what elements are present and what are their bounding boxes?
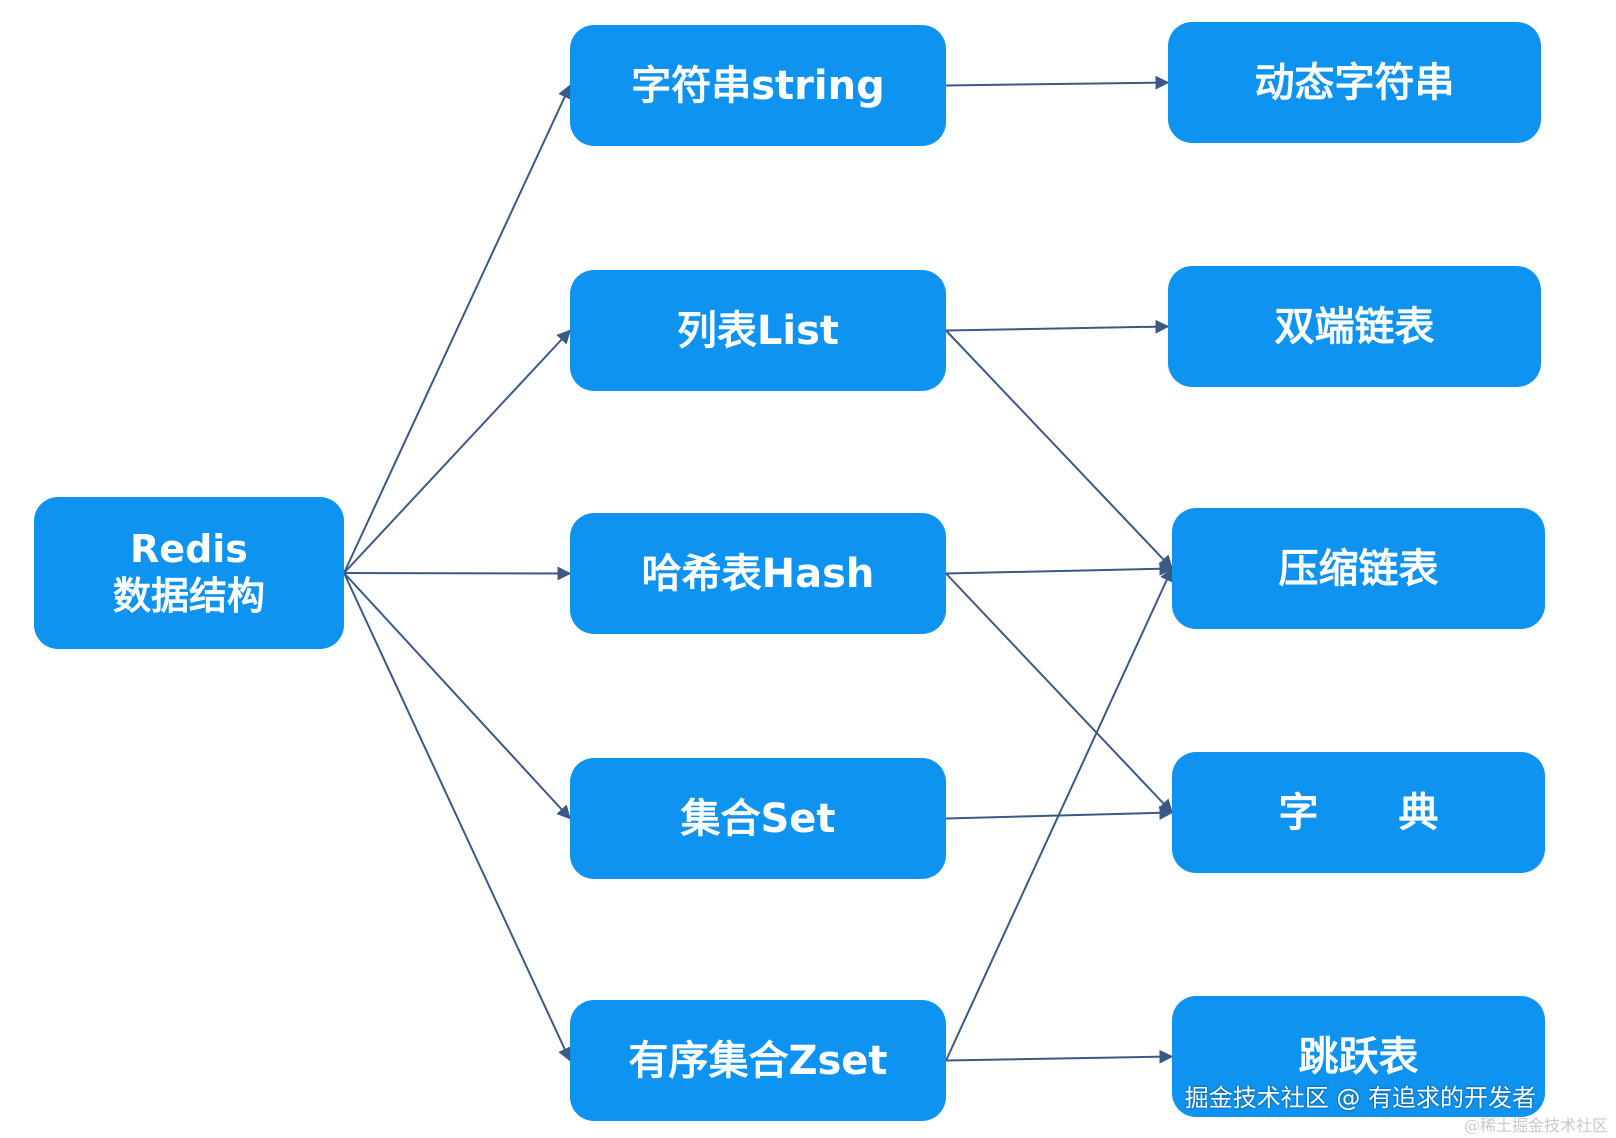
watermark-main: 掘金技术社区 @ 有追求的开发者 — [1184, 1084, 1536, 1112]
node-sds: 动态字符串 — [1168, 22, 1541, 143]
node-skiplist: 跳跃表 — [1172, 996, 1545, 1117]
node-set-label: 集合Set — [680, 795, 836, 842]
node-dict-label: 字 典 — [1278, 789, 1439, 836]
edge-zset-to-ziplist — [945, 567, 1174, 1061]
edge-redis-to-string — [343, 84, 572, 574]
node-dict: 字 典 — [1172, 752, 1545, 873]
edge-zset-to-skiplist — [945, 1049, 1174, 1064]
node-set: 集合Set — [570, 758, 946, 879]
edge-list-to-linkedlist — [945, 319, 1170, 334]
edge-list-to-ziplist — [945, 329, 1173, 570]
node-linkedlist-label: 双端链表 — [1274, 303, 1435, 350]
edge-hash-to-dict — [945, 572, 1173, 814]
node-list: 列表List — [570, 270, 946, 391]
node-linkedlist: 双端链表 — [1168, 266, 1541, 387]
node-string: 字符串string — [570, 25, 946, 146]
node-hash: 哈希表Hash — [570, 513, 946, 634]
edge-redis-to-zset — [343, 572, 572, 1062]
node-ziplist: 压缩链表 — [1172, 508, 1545, 629]
watermark-sub: @稀土掘金技术社区 — [1463, 1116, 1608, 1135]
node-skiplist-label: 跳跃表 — [1298, 1033, 1419, 1080]
node-string-label: 字符串string — [631, 62, 885, 109]
node-sds-label: 动态字符串 — [1254, 59, 1455, 106]
node-zset: 有序集合Zset — [570, 1000, 946, 1121]
node-redis-data-structures: Redis 数据结构 — [34, 497, 344, 649]
node-ziplist-label: 压缩链表 — [1278, 545, 1439, 592]
node-list-label: 列表List — [676, 307, 840, 354]
edge-redis-to-list — [343, 329, 571, 574]
edge-redis-to-hash — [343, 566, 572, 581]
node-redis-line2: 数据结构 — [112, 574, 265, 618]
node-redis-line1: Redis — [130, 526, 248, 571]
node-zset-label: 有序集合Zset — [628, 1037, 888, 1084]
edge-hash-to-ziplist — [945, 561, 1174, 576]
edge-redis-to-set — [343, 572, 571, 820]
edge-string-to-sds — [945, 75, 1170, 90]
node-hash-label: 哈希表Hash — [641, 550, 875, 597]
